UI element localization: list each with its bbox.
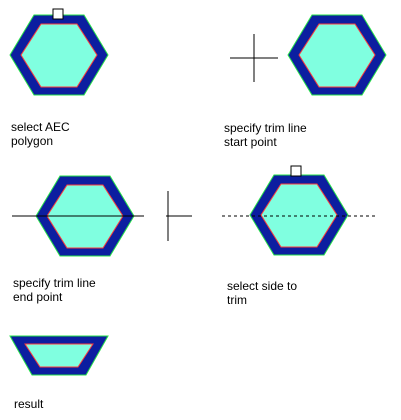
caption-select-side: select side to trim (227, 279, 297, 307)
pick-box-icon (290, 165, 302, 177)
crosshair-cursor-icon (230, 34, 278, 82)
caption-line-2: end point (13, 290, 63, 304)
caption-line-2: start point (224, 135, 277, 149)
caption-trim-start: specify trim line start point (224, 121, 307, 149)
caption-trim-end: specify trim line end point (13, 276, 96, 304)
step-trim-end (12, 175, 192, 257)
step-result (9, 335, 109, 376)
caption-select-polygon: select AEC polygon (11, 120, 70, 148)
caption-line-2: trim (227, 293, 247, 307)
crosshair-cursor-icon (166, 191, 192, 241)
step-select-polygon (9, 8, 109, 96)
caption-result: result (14, 397, 43, 411)
step-select-side (222, 165, 378, 256)
caption-line-1: specify trim line (224, 121, 307, 135)
hexagon-inner (260, 183, 338, 248)
caption-line-2: polygon (11, 134, 54, 148)
step-trim-start (230, 14, 387, 96)
hexagon-inner (298, 23, 376, 88)
caption-line-1: result (14, 397, 44, 411)
caption-line-1: specify trim line (13, 276, 96, 290)
trapezoid-inner (24, 343, 94, 368)
pick-box-icon (52, 8, 64, 20)
caption-line-1: select AEC (11, 120, 70, 134)
hexagon-inner (20, 23, 98, 88)
caption-line-1: select side to (227, 279, 298, 293)
